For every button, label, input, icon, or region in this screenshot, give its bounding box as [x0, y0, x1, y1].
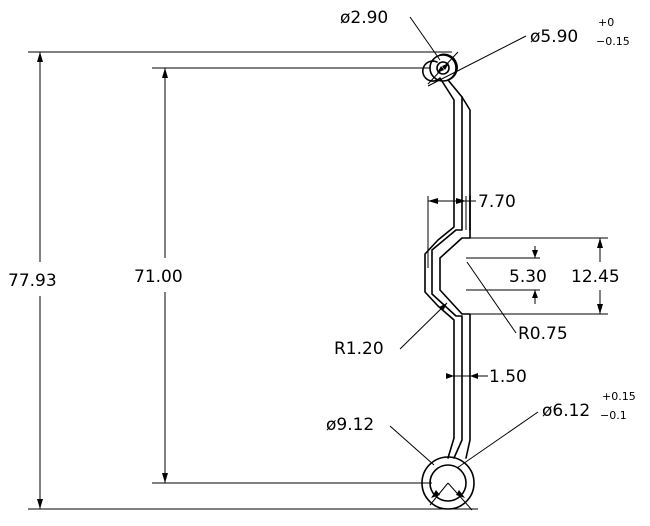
bottom-hole-inner-tol-upper: +0.15 — [602, 390, 636, 403]
extension-lines — [28, 51, 608, 510]
profile-outline — [422, 53, 471, 459]
top-hole-inner-label: ø2.90 — [340, 8, 388, 28]
overall-height-dimension: 77.93 — [8, 52, 57, 509]
groove-inner-label: 5.30 — [509, 267, 547, 287]
bottom-leaders: ø9.12 ø6.12 +0.15 −0.1 — [326, 390, 636, 469]
radius-outer-label: R1.20 — [334, 339, 384, 359]
top-hole — [427, 51, 459, 85]
bottom-hole-inner-label: ø6.12 — [542, 401, 590, 421]
offset-dimension: 7.70 — [428, 192, 516, 212]
radius-leaders: R1.20 R0.75 — [334, 261, 568, 359]
top-hole-outer-label: ø5.90 — [530, 27, 578, 47]
wall-thickness-dimension: 1.50 — [446, 367, 527, 387]
wall-thickness-label: 1.50 — [489, 367, 527, 387]
offset-width-label: 7.70 — [478, 192, 516, 212]
groove-inner-dimension: 5.30 — [466, 246, 547, 304]
top-leaders: ø2.90 ø5.90 +0 −0.15 — [340, 8, 630, 87]
overall-height-label: 77.93 — [8, 271, 57, 291]
bottom-hole-outer-label: ø9.12 — [326, 415, 374, 435]
top-hole-outer-tol-upper: +0 — [598, 16, 614, 29]
groove-outer-label: 12.45 — [571, 267, 620, 287]
inner-height-label: 71.00 — [134, 267, 183, 287]
radius-inner-label: R0.75 — [518, 324, 568, 344]
groove-outer-dimension: 12.45 — [571, 238, 620, 314]
bottom-hole-inner-tol-lower: −0.1 — [600, 409, 627, 422]
inner-height-dimension: 71.00 — [134, 68, 183, 483]
top-hole-outer-tol-lower: −0.15 — [596, 35, 630, 48]
bottom-hole — [421, 456, 475, 511]
